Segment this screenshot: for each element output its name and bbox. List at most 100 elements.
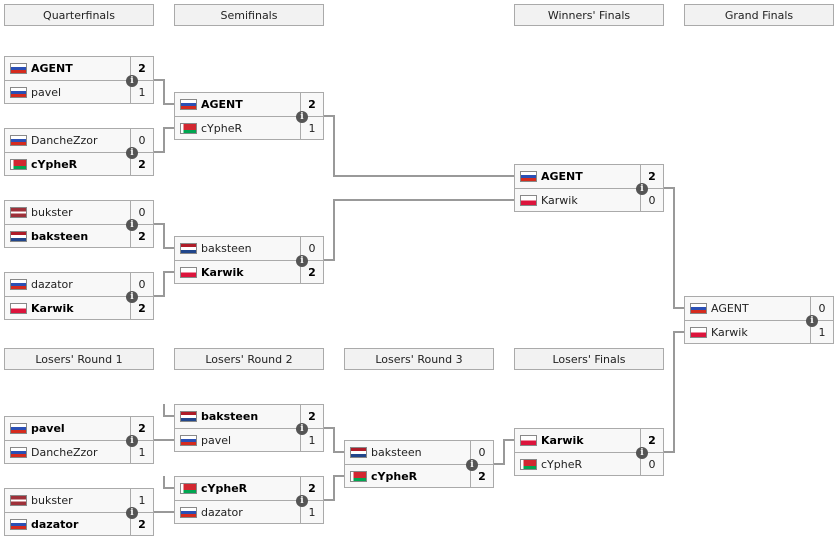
player-score: 2 [300,477,323,501]
player-name: DancheZzor [31,446,98,459]
player-slot[interactable]: cYpheR [5,153,131,176]
player-score: 0 [130,201,153,225]
player-score: 0 [810,297,833,321]
flag-ru-icon [10,63,27,74]
player-slot[interactable]: cYpheR [345,465,471,488]
player-slot[interactable]: pavel [5,417,131,441]
player-slot[interactable]: DancheZzor [5,441,131,464]
player-slot[interactable]: pavel [5,81,131,104]
player-slot[interactable]: AGENT [175,93,301,117]
player-name: baksteen [201,410,259,423]
match-info-icon[interactable]: i [296,255,308,267]
player-slot[interactable]: bukster [5,489,131,513]
round-header-quarterfinals: Quarterfinals [4,4,154,26]
player-name: baksteen [371,446,422,459]
player-score: 0 [130,129,153,153]
player-score: 2 [130,297,153,320]
flag-ru-icon [10,447,27,458]
flag-nl-icon [350,447,367,458]
player-slot[interactable]: baksteen [5,225,131,248]
player-slot[interactable]: baksteen [345,441,471,465]
player-name: baksteen [201,242,252,255]
player-name: dazator [31,278,73,291]
player-score: 2 [130,57,153,81]
player-slot[interactable]: dazator [175,501,301,524]
match-info-icon[interactable]: i [126,147,138,159]
player-score: 2 [130,513,153,536]
player-slot[interactable]: baksteen [175,237,301,261]
player-slot[interactable]: DancheZzor [5,129,131,153]
player-name: bukster [31,494,73,507]
player-slot[interactable]: pavel [175,429,301,452]
player-name: DancheZzor [31,134,98,147]
match-info-icon[interactable]: i [126,435,138,447]
match-info-icon[interactable]: i [296,495,308,507]
round-header-semifinals: Semifinals [174,4,324,26]
player-name: pavel [31,86,62,99]
flag-by-icon [180,123,197,134]
player-slot[interactable]: AGENT [685,297,811,321]
player-slot[interactable]: AGENT [515,165,641,189]
player-name: AGENT [201,98,243,111]
player-slot[interactable]: cYpheR [515,453,641,476]
match-info-icon[interactable]: i [806,315,818,327]
player-name: Karwik [711,326,748,339]
player-slot[interactable]: dazator [5,273,131,297]
match-info-icon[interactable]: i [636,183,648,195]
player-score: 2 [130,225,153,248]
player-name: Karwik [541,434,584,447]
match-info-icon[interactable]: i [296,111,308,123]
match-info-icon[interactable]: i [126,75,138,87]
player-slot[interactable]: AGENT [5,57,131,81]
player-name: dazator [201,506,243,519]
player-score: 1 [130,489,153,513]
player-name: cYpheR [201,482,248,495]
player-slot[interactable]: Karwik [515,189,641,212]
player-slot[interactable]: baksteen [175,405,301,429]
flag-ru-icon [690,303,707,314]
flag-by-icon [520,459,537,470]
player-slot[interactable]: bukster [5,201,131,225]
flag-pl-icon [520,435,537,446]
player-score: 1 [810,321,833,344]
player-name: cYpheR [541,458,583,471]
player-score: 1 [130,81,153,104]
match-info-icon[interactable]: i [126,507,138,519]
flag-nl-icon [180,411,197,422]
flag-ru-icon [10,135,27,146]
player-score: 0 [470,441,493,465]
match-info-icon[interactable]: i [126,291,138,303]
match-info-icon[interactable]: i [466,459,478,471]
player-name: cYpheR [371,470,418,483]
match-info-icon[interactable]: i [636,447,648,459]
player-name: dazator [31,518,79,531]
player-slot[interactable]: Karwik [5,297,131,320]
flag-lv-icon [10,207,27,218]
player-slot[interactable]: cYpheR [175,477,301,501]
match-info-icon[interactable]: i [126,219,138,231]
flag-pl-icon [180,267,197,278]
player-slot[interactable]: Karwik [515,429,641,453]
match-info-icon[interactable]: i [296,423,308,435]
player-slot[interactable]: cYpheR [175,117,301,140]
player-name: AGENT [711,302,749,315]
round-header-winners-finals: Winners' Finals [514,4,664,26]
player-slot[interactable]: dazator [5,513,131,536]
player-slot[interactable]: Karwik [685,321,811,344]
player-slot[interactable]: Karwik [175,261,301,284]
flag-ru-icon [180,99,197,110]
